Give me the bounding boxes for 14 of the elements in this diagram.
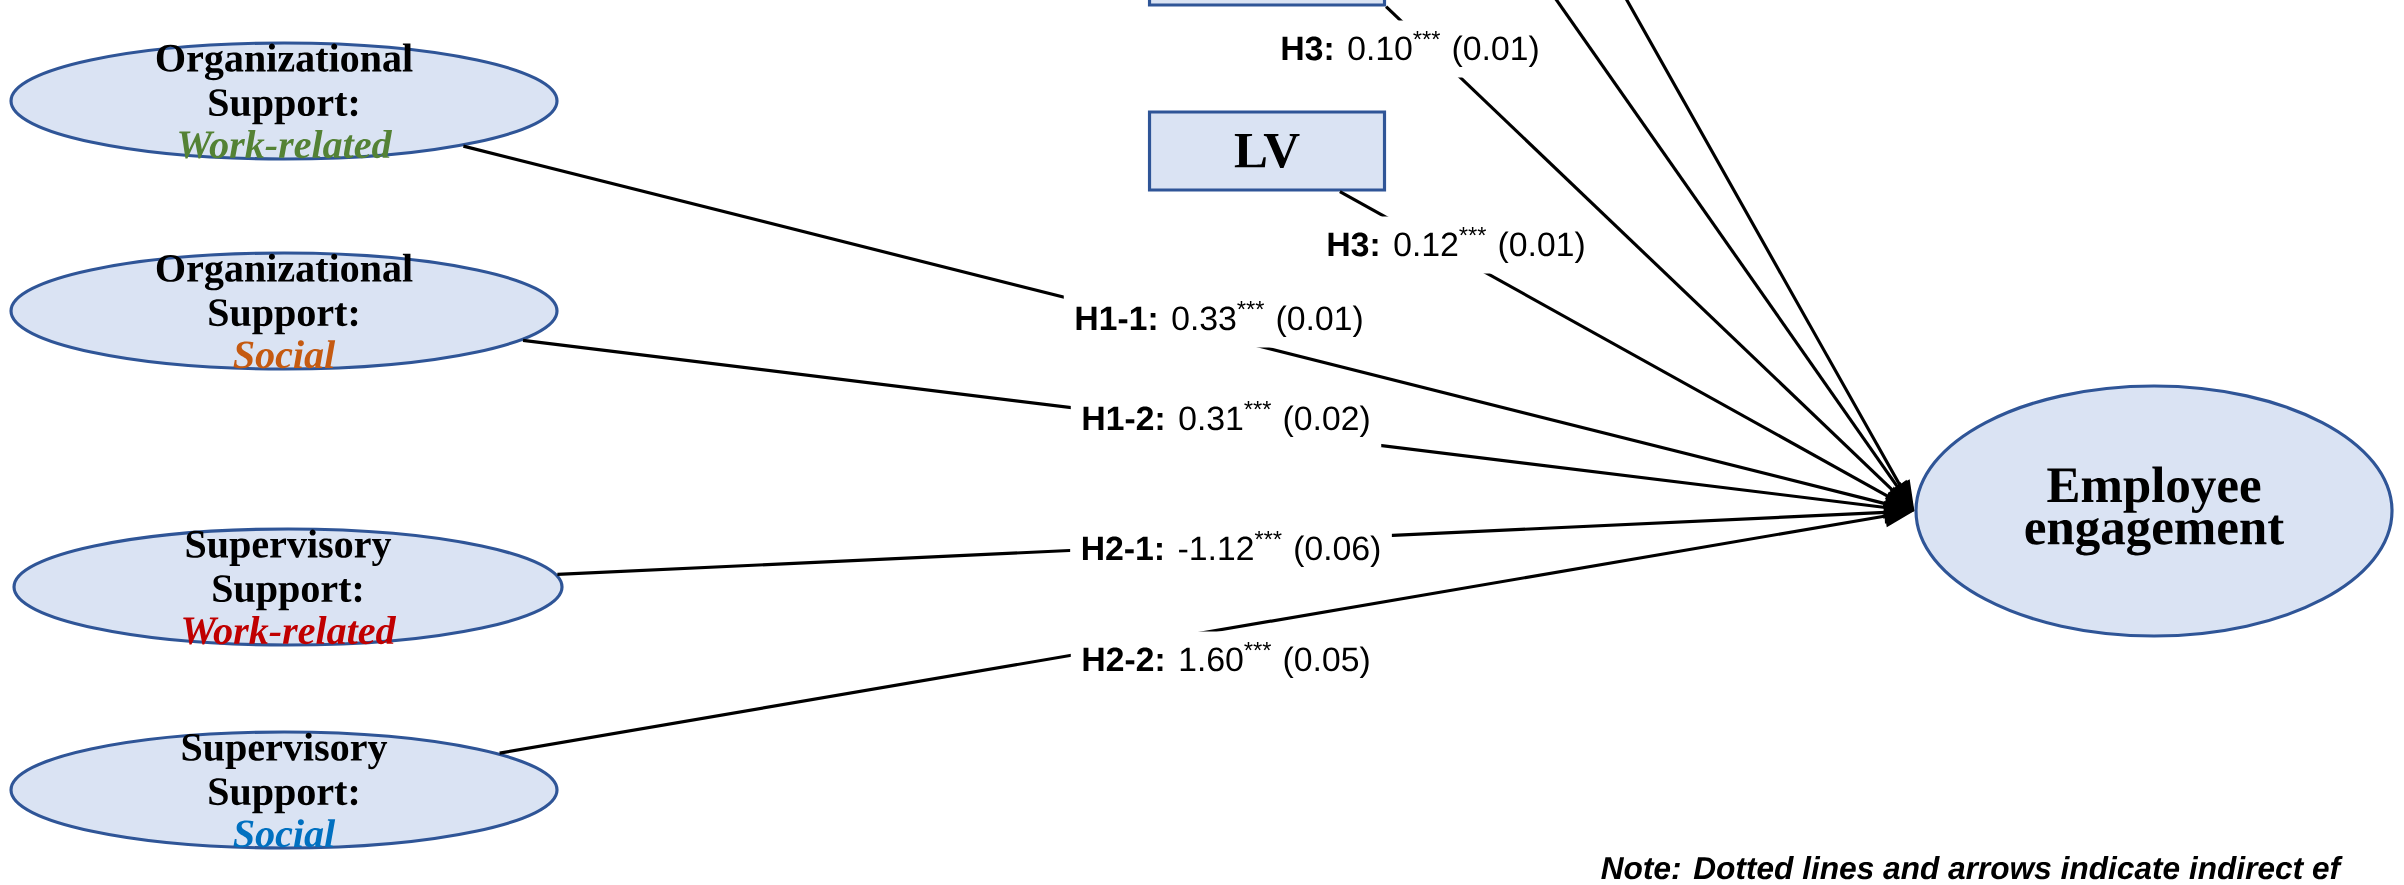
ellipse-node: Organizational Support: Social xyxy=(9,251,559,371)
ellipse-node: Employee engagement xyxy=(1914,384,2394,638)
box-node xyxy=(1147,0,1387,7)
note-text: Note: Dotted lines and arrows indicate indirect ef xyxy=(1601,856,2343,880)
box-node: LV xyxy=(1147,110,1387,192)
edge-label: H3: 0.10$^{***}$ (0.01) xyxy=(1269,20,1551,78)
edge-label: H1-2: 0.31$^{***}$ (0.02) xyxy=(1070,390,1382,448)
edge-label: H3: 0.12$^{***}$ (0.01) xyxy=(1315,216,1597,274)
edge-label: H2-2: 1.60$^{***}$ (0.05) xyxy=(1070,631,1382,689)
ellipse-node: Supervisory Support: Social xyxy=(9,730,559,850)
ellipse-node: Supervisory Support: Work-related xyxy=(12,527,564,647)
ellipse-node: Organizational Support: Work-related xyxy=(9,41,559,161)
edge-label: H1-1: 0.33$^{***}$ (0.01) xyxy=(1063,290,1375,348)
edge-label: H2-1: -1.12$^{***}$ (0.06) xyxy=(1070,520,1392,578)
